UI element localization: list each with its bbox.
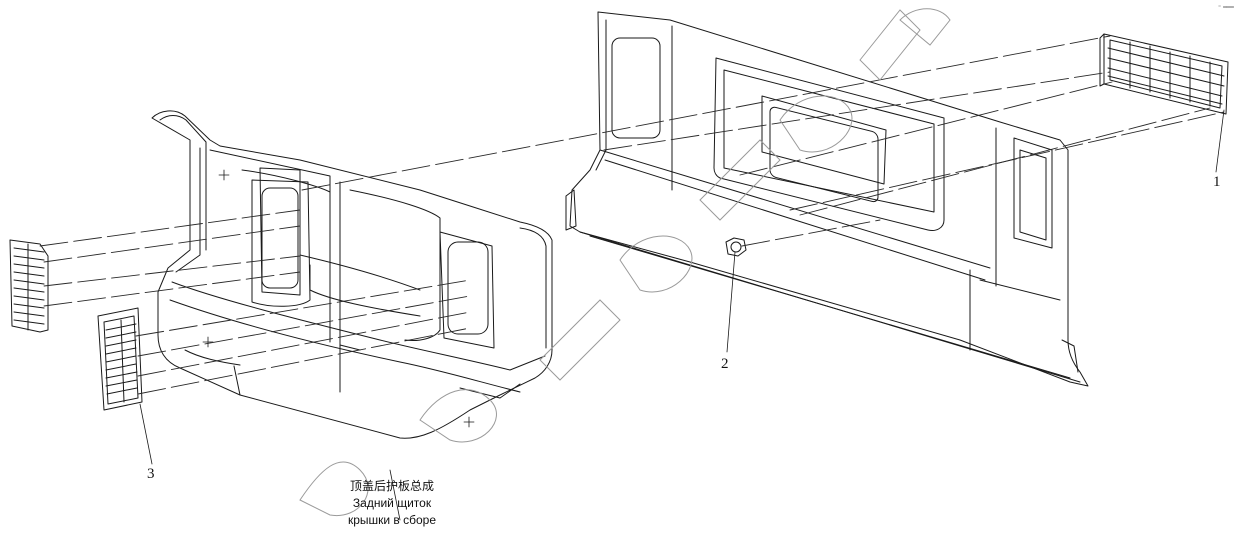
corner-mark: ⁼ ═══ [1218, 4, 1234, 11]
watermark [299, 8, 951, 516]
left-trim-panel [151, 110, 553, 439]
callout-2: 2 [721, 356, 729, 372]
part-1-grille [1099, 33, 1229, 115]
right-trim-panel [565, 11, 1089, 387]
callout-3: 3 [147, 466, 155, 482]
caption-russian-line-1: Задний щиток [352, 496, 432, 510]
leader-lines [139, 109, 1225, 521]
part-3-vent-grille [97, 307, 143, 411]
callout-1: 1 [1213, 174, 1221, 190]
assembly-lines [39, 35, 1225, 395]
assembly-caption: 顶盖后护板总成 Задний щиток крышки в сборе [318, 478, 466, 529]
caption-russian-line-2: крышки в сборе [347, 513, 437, 527]
part-2-nut [725, 237, 747, 257]
caption-chinese: 顶盖后护板总成 [349, 479, 434, 493]
left-end-grille [9, 239, 49, 333]
